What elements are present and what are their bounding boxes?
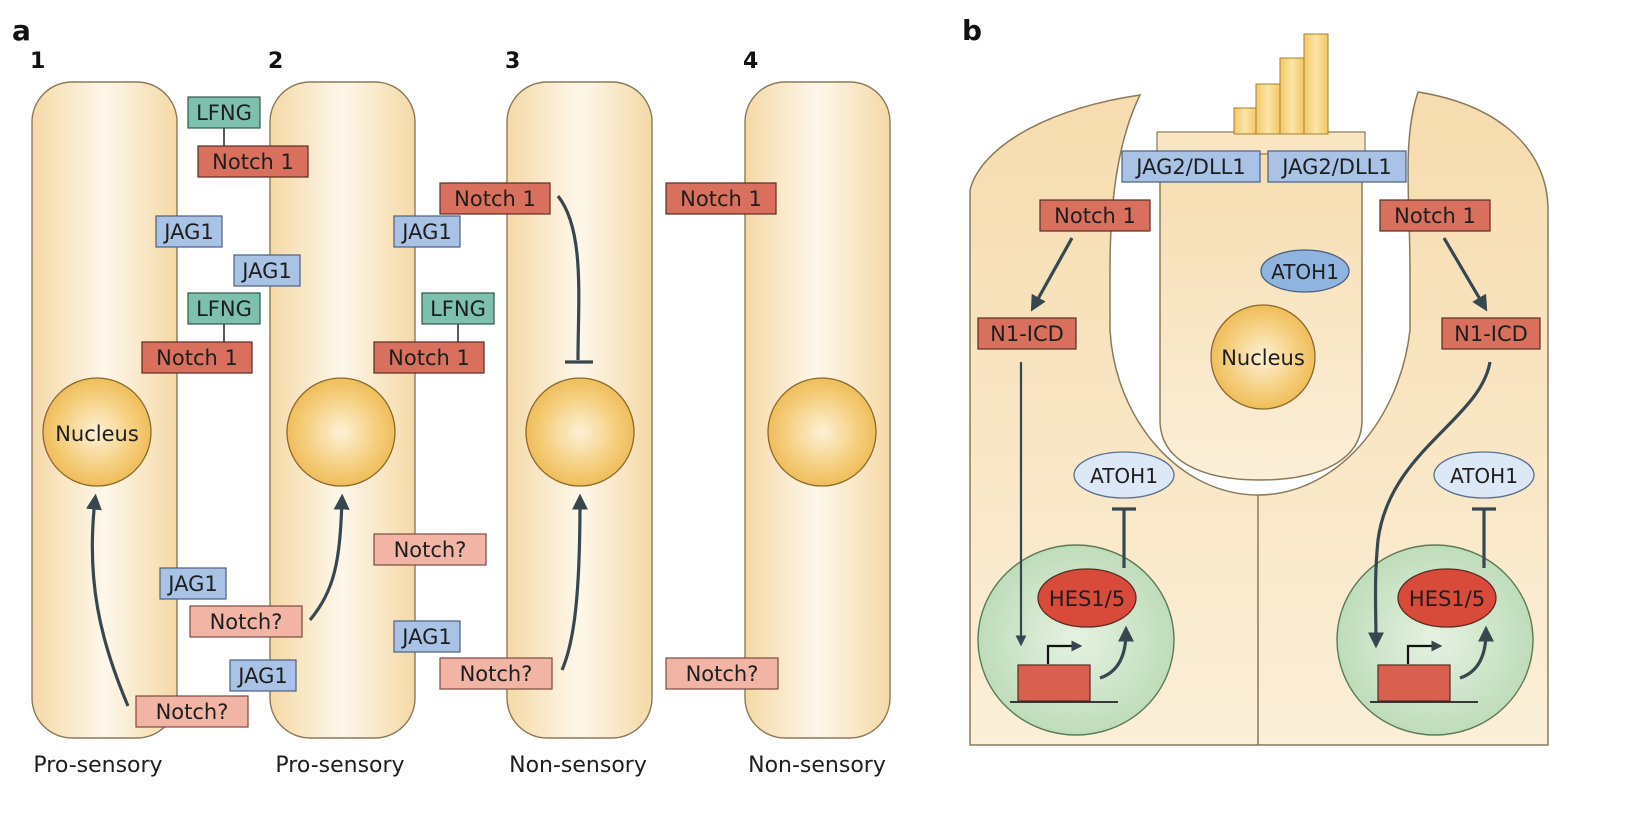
hair-cell-nucleus-label: Nucleus [1221, 346, 1305, 370]
notch-unknown-box [439, 657, 553, 690]
right-gene [1377, 664, 1451, 702]
right-n1icd-arrow [1367, 361, 1492, 649]
notch-unknown-label: Notch? [394, 538, 467, 562]
cell-3-nucleus [525, 377, 635, 487]
jag1-box [159, 567, 227, 600]
notch1-label: Notch 1 [1054, 204, 1136, 228]
lfng-label: LFNG [430, 297, 486, 321]
hair-cell-atoh1-label: ATOH1 [1271, 260, 1339, 284]
cell-2-signal-arrow [308, 493, 350, 622]
notch1-box [439, 182, 551, 215]
right-hes15 [1397, 568, 1497, 628]
lfng-box [187, 292, 261, 325]
jag2-dll1-label: JAG2/DLL1 [1280, 155, 1391, 179]
jag1-box [229, 659, 297, 692]
cell-2-caption: Pro-sensory [275, 753, 404, 778]
cell-4-number: 4 [743, 49, 758, 74]
notch-unknown-label: Notch? [156, 700, 229, 724]
hes15-label: HES1/5 [1049, 587, 1125, 611]
notch1-label: Notch 1 [1394, 204, 1476, 228]
notch-unknown-label: Notch? [686, 662, 759, 686]
cell-1-nucleus [42, 377, 152, 487]
cell-3-caption: Non-sensory [509, 753, 647, 778]
hair-cell-nucleus [1210, 304, 1316, 410]
notch-unknown-label: Notch? [460, 662, 533, 686]
right-expression-arrow [1459, 625, 1494, 680]
notch1-label: Notch 1 [388, 346, 470, 370]
cell-3-signal-arrow [560, 493, 588, 671]
panel-b-label: b [962, 14, 982, 47]
notch1-label: Notch 1 [212, 150, 294, 174]
n1icd-label: N1-ICD [990, 322, 1064, 346]
cell-1-signal-arrow [85, 493, 130, 707]
n1icd-label: N1-ICD [1454, 322, 1528, 346]
cell-2-number: 2 [268, 49, 283, 74]
cell-4-caption: Non-sensory [748, 753, 886, 778]
notch-unknown-label: Notch? [210, 610, 283, 634]
lfng-label: LFNG [196, 101, 252, 125]
stereocilium [1279, 57, 1305, 135]
right-promoter-arrow [1406, 640, 1443, 664]
left-promoter-arrow [1046, 640, 1083, 664]
lfng-label: LFNG [196, 297, 252, 321]
jag1-label: JAG1 [400, 625, 451, 649]
jag2-dll1-label: JAG2/DLL1 [1134, 155, 1245, 179]
n1icd-box-left [977, 317, 1077, 350]
stereocilium [1255, 83, 1281, 135]
left-atoh1 [1073, 451, 1175, 499]
notch1-box-right [1379, 199, 1491, 232]
jag1-box [393, 620, 461, 653]
hes15-label: HES1/5 [1409, 587, 1485, 611]
jag1-box [233, 254, 301, 287]
notch1-box [197, 145, 309, 178]
right-cleavage-arrow [1442, 237, 1488, 312]
left-cleavage-arrow [1030, 237, 1074, 312]
notch-unknown-box [135, 695, 249, 728]
lfng-box [421, 292, 495, 325]
stereocilium [1303, 33, 1329, 135]
notch-unknown-box [665, 657, 779, 690]
jag1-box [155, 215, 223, 248]
notch-unknown-box [373, 533, 487, 566]
left-hes15 [1037, 568, 1137, 628]
jag1-box [393, 215, 461, 248]
left-expression-arrow [1099, 625, 1134, 680]
notch-unknown-box [189, 605, 303, 638]
jag1-label: JAG1 [166, 572, 217, 596]
cell-1-nucleus-label: Nucleus [55, 422, 139, 446]
atoh1-label: ATOH1 [1090, 464, 1158, 488]
jag1-label: JAG1 [400, 220, 451, 244]
stereocilium [1233, 107, 1257, 135]
cell-1-caption: Pro-sensory [33, 753, 162, 778]
cell-4-nucleus [767, 377, 877, 487]
hair-cell-atoh1 [1260, 249, 1350, 293]
left-gene [1017, 664, 1091, 702]
jag2-dll1-box-right [1267, 150, 1407, 183]
notch1-box-left [1039, 199, 1151, 232]
n1icd-box-right [1441, 317, 1541, 350]
lfng-box [187, 96, 261, 129]
panel-a-label: a [12, 14, 31, 47]
jag1-label: JAG1 [240, 259, 291, 283]
notch1-label: Notch 1 [454, 187, 536, 211]
cell-2-nucleus [286, 377, 396, 487]
atoh1-label: ATOH1 [1450, 464, 1518, 488]
cell-3-inhibition-line [556, 195, 581, 361]
notch1-label: Notch 1 [680, 187, 762, 211]
right-atoh1 [1433, 451, 1535, 499]
jag1-label: JAG1 [162, 220, 213, 244]
cell-3-number: 3 [505, 49, 520, 74]
notch1-box [373, 341, 485, 374]
notch1-box [665, 182, 777, 215]
jag1-label: JAG1 [236, 664, 287, 688]
notch1-label: Notch 1 [156, 346, 238, 370]
jag2-dll1-box-left [1121, 150, 1261, 183]
cell-1-number: 1 [30, 49, 45, 74]
notch1-box [141, 341, 253, 374]
